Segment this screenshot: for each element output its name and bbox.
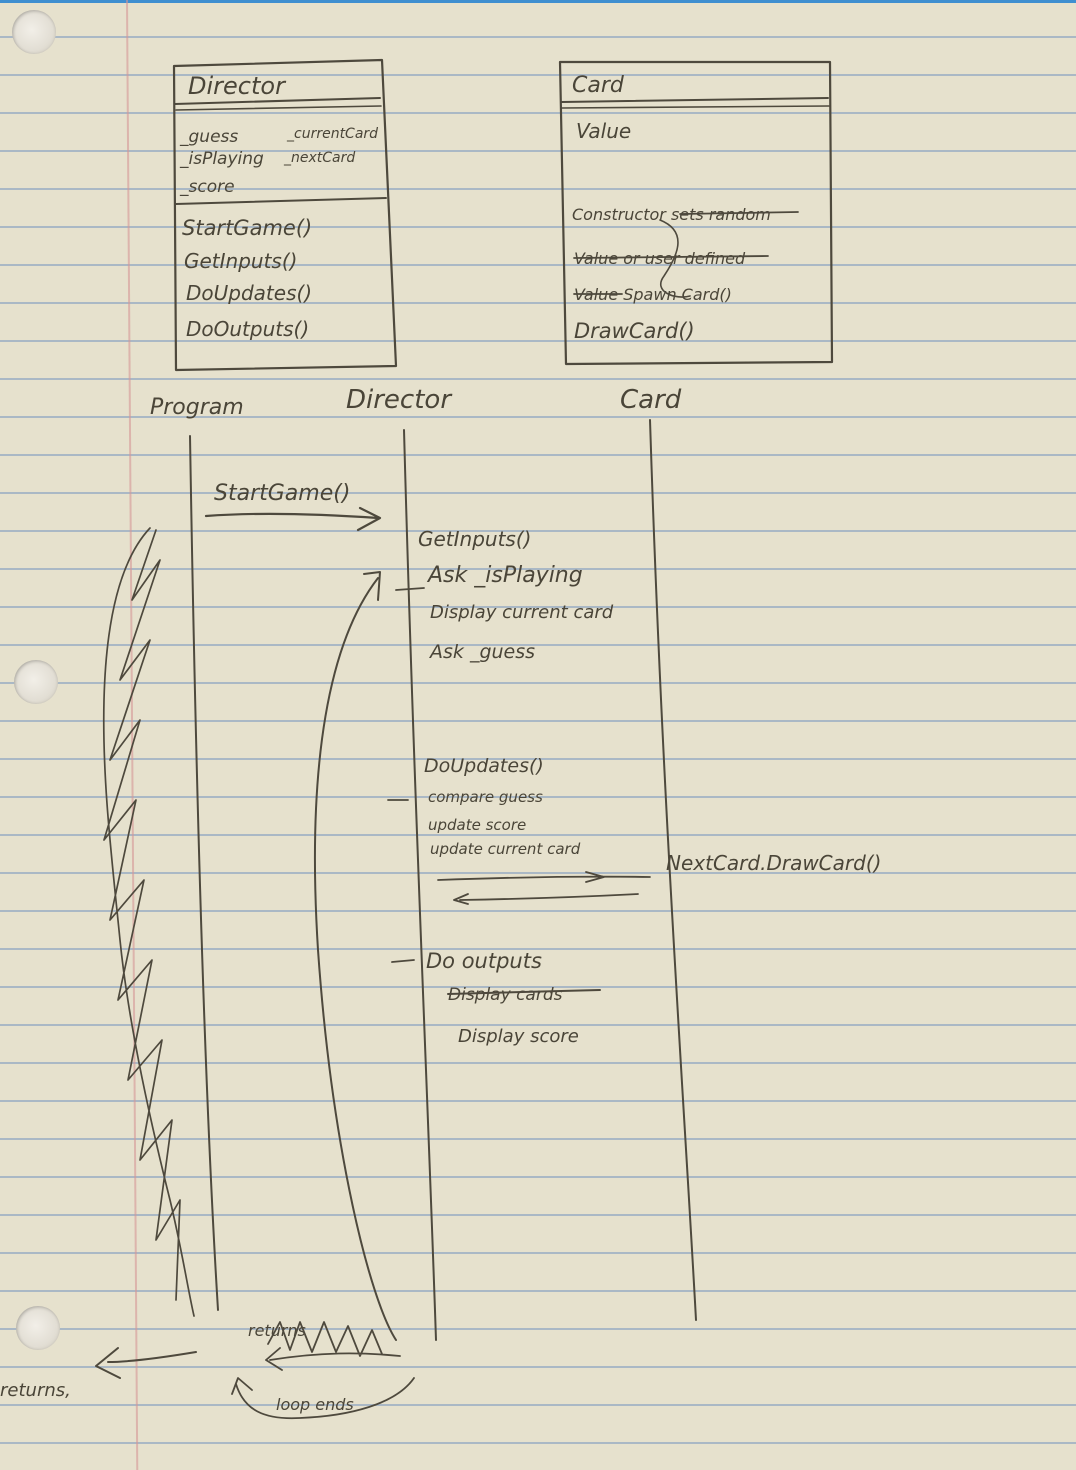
director-name-divider xyxy=(174,97,381,105)
lifeline-program xyxy=(189,435,219,1311)
director-class-box: Director _guess _isPlaying _score _curre… xyxy=(172,58,398,372)
card-strike-1 xyxy=(679,211,799,215)
director-method-dooutputs: DoOutputs() xyxy=(186,317,309,341)
director-method-doupdates: DoUpdates() xyxy=(186,281,312,305)
lifeline-director-label: Director xyxy=(346,385,453,415)
card-name-divider-2 xyxy=(561,105,830,109)
director-method-getinputs: GetInputs() xyxy=(184,249,297,273)
returns-scribble xyxy=(265,1321,401,1371)
binder-hole-bottom xyxy=(16,1306,60,1350)
card-connector-scribble xyxy=(659,219,691,298)
message-dooutputs: Do outputs xyxy=(426,949,542,973)
message-compareguess: compare guess xyxy=(428,788,543,806)
card-method-drawcard: DrawCard() xyxy=(574,319,695,343)
message-askisplaying: Ask _isPlaying xyxy=(426,563,583,588)
tick-dooutputs xyxy=(391,959,415,963)
message-displaycards-struck: Display cards xyxy=(448,985,563,1005)
director-name-divider-2 xyxy=(175,105,382,111)
lifeline-card-label: Card xyxy=(620,385,682,415)
lifeline-program-label: Program xyxy=(150,395,244,420)
message-doupdates: DoUpdates() xyxy=(424,755,544,777)
tick-askisplaying xyxy=(395,587,425,591)
card-class-name: Card xyxy=(572,73,625,98)
message-return-left: returns, xyxy=(0,1380,71,1401)
strike-displaycards xyxy=(447,989,601,995)
arrow-drawcard-return xyxy=(453,893,639,905)
arrow-drawcard-call xyxy=(437,871,651,883)
card-class-border xyxy=(558,60,834,366)
card-name-divider xyxy=(561,97,829,103)
message-updatecurrent: update current card xyxy=(430,840,581,858)
lifeline-director xyxy=(403,429,437,1341)
message-displaycurrent: Display current card xyxy=(430,602,614,623)
message-askguess: Ask _guess xyxy=(428,641,535,663)
arrow-return-left xyxy=(95,1347,197,1379)
card-class-box: Card Value Constructor sets random Value… xyxy=(558,60,834,366)
director-attr-score: _score xyxy=(179,177,235,197)
director-class-border xyxy=(172,58,398,372)
arrow-startgame xyxy=(204,506,382,532)
loop-back-arrow xyxy=(313,571,397,1341)
director-attr-nextcard: _nextCard xyxy=(283,150,355,166)
message-drawcard: NextCard.DrawCard() xyxy=(666,851,881,875)
binder-hole-middle xyxy=(14,660,58,704)
card-method-constructor: Constructor sets random xyxy=(572,205,771,224)
loop-ends-arrow xyxy=(231,1377,415,1420)
director-attr-currentcard: _currentCard xyxy=(286,126,378,142)
director-class-name: Director xyxy=(188,72,287,100)
card-method-value-user: Value or user defined xyxy=(574,249,746,268)
page-top-edge xyxy=(0,0,1076,3)
message-returns: returns xyxy=(248,1321,306,1340)
card-method-spawncard: Value Spawn Card() xyxy=(574,285,732,304)
card-attr-value: Value xyxy=(576,119,631,143)
program-loop-scribble xyxy=(102,527,195,1317)
message-loopends: loop ends xyxy=(276,1395,354,1414)
director-method-startgame: StartGame() xyxy=(182,216,312,240)
director-attr-isplaying: _isPlaying xyxy=(179,149,264,169)
lifeline-card xyxy=(649,419,697,1321)
binder-hole-top xyxy=(12,10,56,54)
message-startgame: StartGame() xyxy=(214,481,350,506)
message-updatescore: update score xyxy=(428,816,526,834)
director-attr-divider xyxy=(175,197,387,205)
director-attr-guess: _guess xyxy=(179,127,238,147)
message-displayscore: Display score xyxy=(458,1026,579,1047)
card-strike-2 xyxy=(573,255,769,259)
message-getinputs: GetInputs() xyxy=(418,527,531,551)
